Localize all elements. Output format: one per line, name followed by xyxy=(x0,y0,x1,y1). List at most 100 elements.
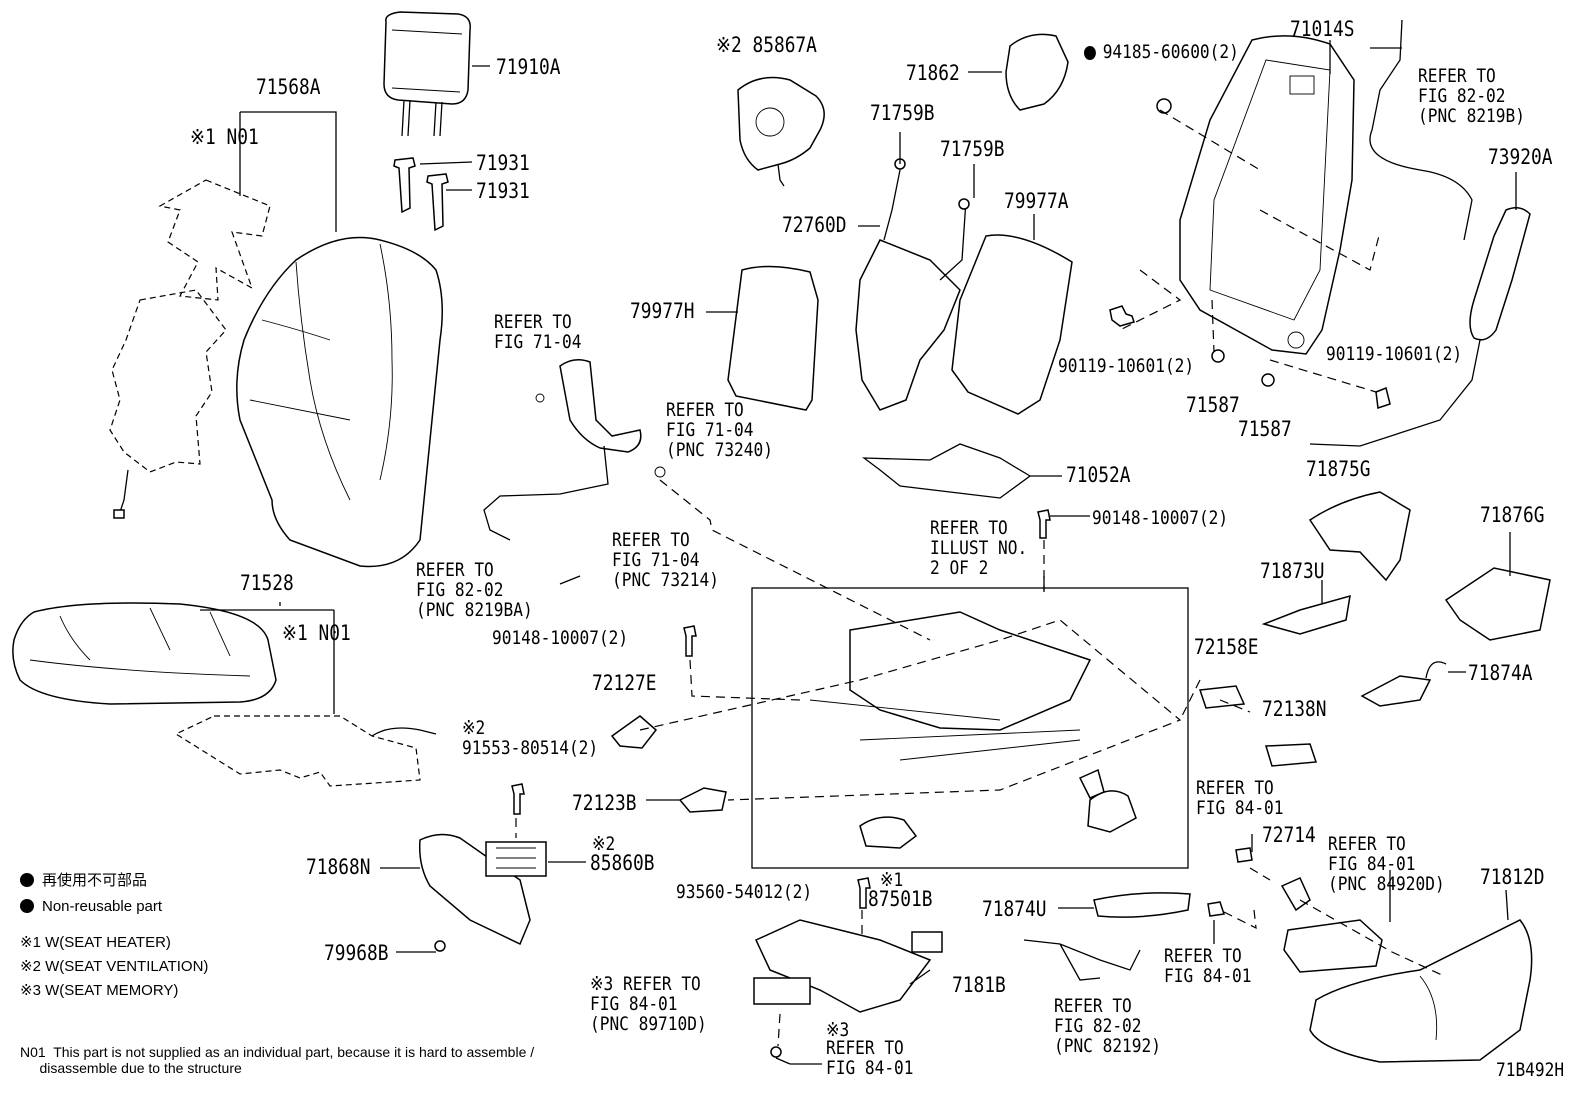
cover-72138N-drawing xyxy=(1265,743,1318,767)
side-pad-drawing xyxy=(1005,33,1069,111)
part-label-71876G[interactable]: 71876G xyxy=(1480,503,1545,527)
part-label-94185[interactable]: 94185-60600(2) xyxy=(1084,42,1239,62)
legend-note-3: ※3 W(SEAT MEMORY) xyxy=(20,982,179,999)
buckle-drawing xyxy=(483,359,666,541)
ref-82-02-top[interactable]: REFER TO FIG 82-02 (PNC 8219B) xyxy=(1418,65,1525,127)
part-label-71759B-b[interactable]: 71759B xyxy=(940,137,1005,161)
cover-71868N-drawing xyxy=(418,833,531,946)
part-label-7181B[interactable]: 7181B xyxy=(952,973,1006,997)
non-reusable-icon xyxy=(20,899,34,913)
ref-84-01-c[interactable]: REFER TO FIG 84-01 xyxy=(826,1037,914,1079)
seat-cushion-drawing xyxy=(12,602,277,705)
cover-71874U-drawing xyxy=(1093,892,1191,918)
part-label-71874U[interactable]: 71874U xyxy=(982,897,1047,921)
part-label-90148-b[interactable]: 90148-10007(2) xyxy=(492,627,629,649)
part-label-71875G[interactable]: 71875G xyxy=(1306,457,1371,481)
part-label-87501B[interactable]: 87501B xyxy=(868,887,933,911)
part-label-71874A[interactable]: 71874A xyxy=(1468,661,1533,685)
legend-note-1: ※1 W(SEAT HEATER) xyxy=(20,934,171,951)
side-panel-drawing xyxy=(1469,207,1531,341)
cover-72123B-drawing xyxy=(678,787,727,813)
part-label-72127E[interactable]: 72127E xyxy=(592,671,657,695)
ref-82-02-bot[interactable]: REFER TO FIG 82-02 (PNC 82192) xyxy=(1054,995,1161,1057)
shield-71812D-drawing xyxy=(1309,919,1533,1063)
part-label-73920A[interactable]: 73920A xyxy=(1488,145,1553,169)
memory-ecu-drawing xyxy=(753,977,811,1005)
part-label-93560[interactable]: 93560-54012(2) xyxy=(676,881,813,903)
heater-mat-top-drawing xyxy=(109,179,271,473)
part-label-71868N[interactable]: 71868N xyxy=(306,855,371,879)
part-label-71931-a[interactable]: 71931 xyxy=(476,151,530,175)
legend-n01-note: N01 This part is not supplied as an indi… xyxy=(20,1044,535,1076)
ref-illust[interactable]: REFER TO ILLUST NO. 2 OF 2 xyxy=(930,517,1028,579)
part-label-72714[interactable]: 72714 xyxy=(1262,823,1316,847)
legend-reuse-jp: 再使用不可部品 xyxy=(20,872,147,890)
part-label-71759B-a[interactable]: 71759B xyxy=(870,101,935,125)
ref-84-01-pnc[interactable]: REFER TO FIG 84-01 (PNC 84920D) xyxy=(1328,833,1445,895)
non-reusable-icon xyxy=(1084,46,1096,60)
part-label-71052A[interactable]: 71052A xyxy=(1066,463,1131,487)
non-reusable-icon xyxy=(20,873,34,887)
bolt-drawings xyxy=(434,98,1391,1058)
ref-84-01-b[interactable]: REFER TO FIG 84-01 xyxy=(1164,945,1252,987)
lumbar-pad-drawing xyxy=(727,265,819,411)
harness-top-drawing xyxy=(1369,19,1473,241)
cover-71874A-drawing xyxy=(1360,675,1432,707)
part-label-90119-a[interactable]: 90119-10601(2) xyxy=(1058,355,1195,377)
part-label-71812D[interactable]: 71812D xyxy=(1480,865,1545,889)
leader-lines xyxy=(200,40,1517,1065)
assembly-lines xyxy=(515,109,1445,1047)
seatback-pad-drawing xyxy=(951,234,1073,415)
part-label-72123B[interactable]: 72123B xyxy=(572,791,637,815)
part-label-71014S[interactable]: 71014S xyxy=(1290,17,1355,41)
ref-84-01-mem[interactable]: ※3 REFER TO FIG 84-01 (PNC 89710D) xyxy=(590,973,707,1035)
part-label-85867A[interactable]: ※2 85867A xyxy=(716,33,817,57)
seat-harness-drawing xyxy=(861,443,1032,499)
mark-1: ※1 xyxy=(880,869,904,891)
mark-2-a: ※2 xyxy=(462,717,486,739)
seat-track-box xyxy=(751,587,1189,869)
part-label-71931-b[interactable]: 71931 xyxy=(476,179,530,203)
cover-72158E-drawing xyxy=(1198,685,1246,709)
part-label-72760D[interactable]: 72760D xyxy=(782,213,847,237)
part-label-72158E[interactable]: 72158E xyxy=(1194,635,1259,659)
cushion-frame-drawing xyxy=(755,919,932,1013)
diagram-code: 71B492H xyxy=(1496,1059,1565,1081)
cover-71875G-drawing xyxy=(1308,491,1411,582)
legend-note-2: ※2 W(SEAT VENTILATION) xyxy=(20,958,209,975)
part-label-71873U[interactable]: 71873U xyxy=(1260,559,1325,583)
ref-71-04-a[interactable]: REFER TO FIG 71-04 xyxy=(494,311,582,353)
lumbar-support-drawing xyxy=(855,239,961,411)
harness-82192-drawing xyxy=(1023,939,1141,981)
note-n01-top: ※1 N01 xyxy=(190,125,259,149)
part-label-71587-a[interactable]: 71587 xyxy=(1186,393,1240,417)
note-n01-bottom: ※1 N01 xyxy=(282,621,351,645)
part-label-79977H[interactable]: 79977H xyxy=(630,299,695,323)
part-label-71910A[interactable]: 71910A xyxy=(496,55,561,79)
part-label-90119-b[interactable]: 90119-10601(2) xyxy=(1326,343,1463,365)
legend-reuse-en: Non-reusable part xyxy=(20,898,162,916)
heater-mat-bottom-drawing xyxy=(174,715,421,787)
switch-87501B-drawing xyxy=(911,931,943,953)
mark-2-b: ※2 xyxy=(592,833,616,855)
part-label-91553[interactable]: 91553-80514(2) xyxy=(462,737,599,759)
mark-3: ※3 xyxy=(826,1019,850,1041)
part-label-71862[interactable]: 71862 xyxy=(906,61,960,85)
part-label-90148-a[interactable]: 90148-10007(2) xyxy=(1092,507,1229,529)
ref-71-04-b[interactable]: REFER TO FIG 71-04 (PNC 73240) xyxy=(666,399,773,461)
part-label-71568A[interactable]: 71568A xyxy=(256,75,321,99)
part-label-79977A[interactable]: 79977A xyxy=(1004,189,1069,213)
cover-71873U-drawing xyxy=(1261,594,1351,635)
ref-71-04-c[interactable]: REFER TO FIG 71-04 (PNC 73214) xyxy=(612,529,719,591)
part-label-71587-b[interactable]: 71587 xyxy=(1238,417,1292,441)
airbag-drawing xyxy=(737,76,825,187)
cover-72127E-drawing xyxy=(610,715,658,749)
ref-82-02-mid[interactable]: REFER TO FIG 82-02 (PNC 8219BA) xyxy=(416,559,533,621)
part-label-72138N[interactable]: 72138N xyxy=(1262,697,1327,721)
ref-84-01-a[interactable]: REFER TO FIG 84-01 xyxy=(1196,777,1284,819)
part-label-85860B[interactable]: 85860B xyxy=(590,851,655,875)
part-label-71528[interactable]: 71528 xyxy=(240,571,294,595)
part-label-79968B[interactable]: 79968B xyxy=(324,941,389,965)
headrest-guide-drawing xyxy=(393,157,449,232)
cover-71876G-drawing xyxy=(1444,567,1551,641)
